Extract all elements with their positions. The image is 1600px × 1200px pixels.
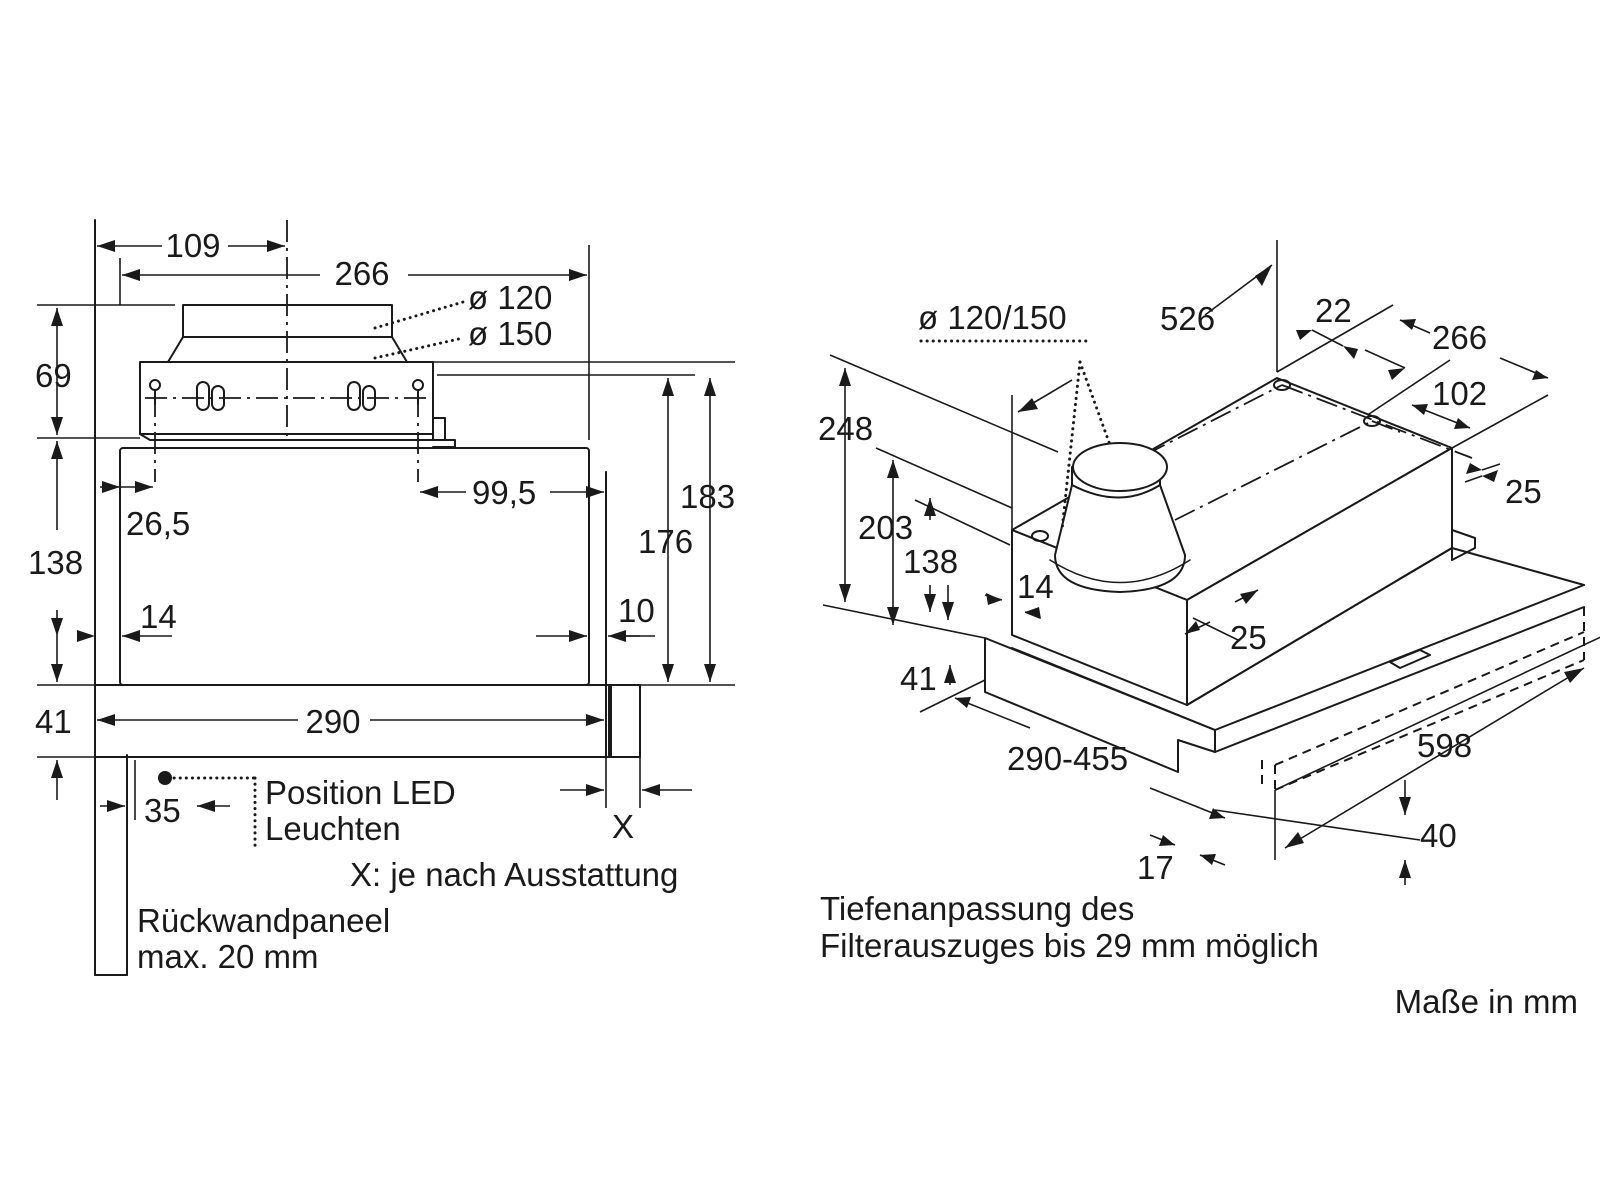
dim-203: 203 [858,509,913,546]
front-view: 109 266 ø 120 ø 150 69 138 26,5 99,5 183… [28,219,735,976]
dim-dia-150: ø 150 [468,315,552,352]
dim-290: 290 [305,703,360,740]
dim-14: 14 [140,598,177,635]
x-mark: X [612,808,634,845]
panel-label-line1: Rückwandpaneel [137,902,390,939]
dim-41: 41 [35,703,72,740]
led-label-line1: Position LED [265,774,456,811]
isometric-view: ø 120/150 526 22 266 102 248 25 203 138 … [818,240,1600,964]
dim-dia-120: ø 120 [468,279,552,316]
dim-22: 22 [1315,292,1352,329]
dim-290-455: 290-455 [1007,740,1128,777]
dim-35: 35 [144,792,181,829]
depth-note-line1: Tiefenanpassung des [820,890,1134,927]
dim-25-bottom: 25 [1230,619,1267,656]
units-note: Maße in mm [1395,983,1578,1020]
dim-183: 183 [680,478,735,515]
dim-138: 138 [28,544,83,581]
dim-10: 10 [618,592,655,629]
dim-598: 598 [1417,727,1472,764]
led-label-line2: Leuchten [265,810,401,847]
dim-26-5: 26,5 [126,505,190,542]
dim-526: 526 [1160,300,1215,337]
dim-99-5: 99,5 [472,474,536,511]
dim-102: 102 [1432,375,1487,412]
dim-109: 109 [165,227,220,264]
dim-138-iso: 138 [903,543,958,580]
dim-266-iso: 266 [1432,319,1487,356]
dim-69: 69 [35,357,72,394]
dim-266: 266 [334,255,389,292]
dim-41-iso: 41 [900,660,937,697]
dim-248: 248 [818,410,873,447]
depth-note-line2: Filterauszuges bis 29 mm möglich [820,927,1319,964]
dim-40: 40 [1420,817,1457,854]
dim-dia-120-150: ø 120/150 [918,299,1067,336]
dim-14-iso: 14 [1017,568,1054,605]
panel-label-line2: max. 20 mm [137,938,319,975]
led-position-marker [158,771,172,785]
dim-176: 176 [638,523,693,560]
x-note: X: je nach Ausstattung [350,856,678,893]
dim-25-top: 25 [1505,473,1542,510]
dim-17: 17 [1137,849,1174,886]
